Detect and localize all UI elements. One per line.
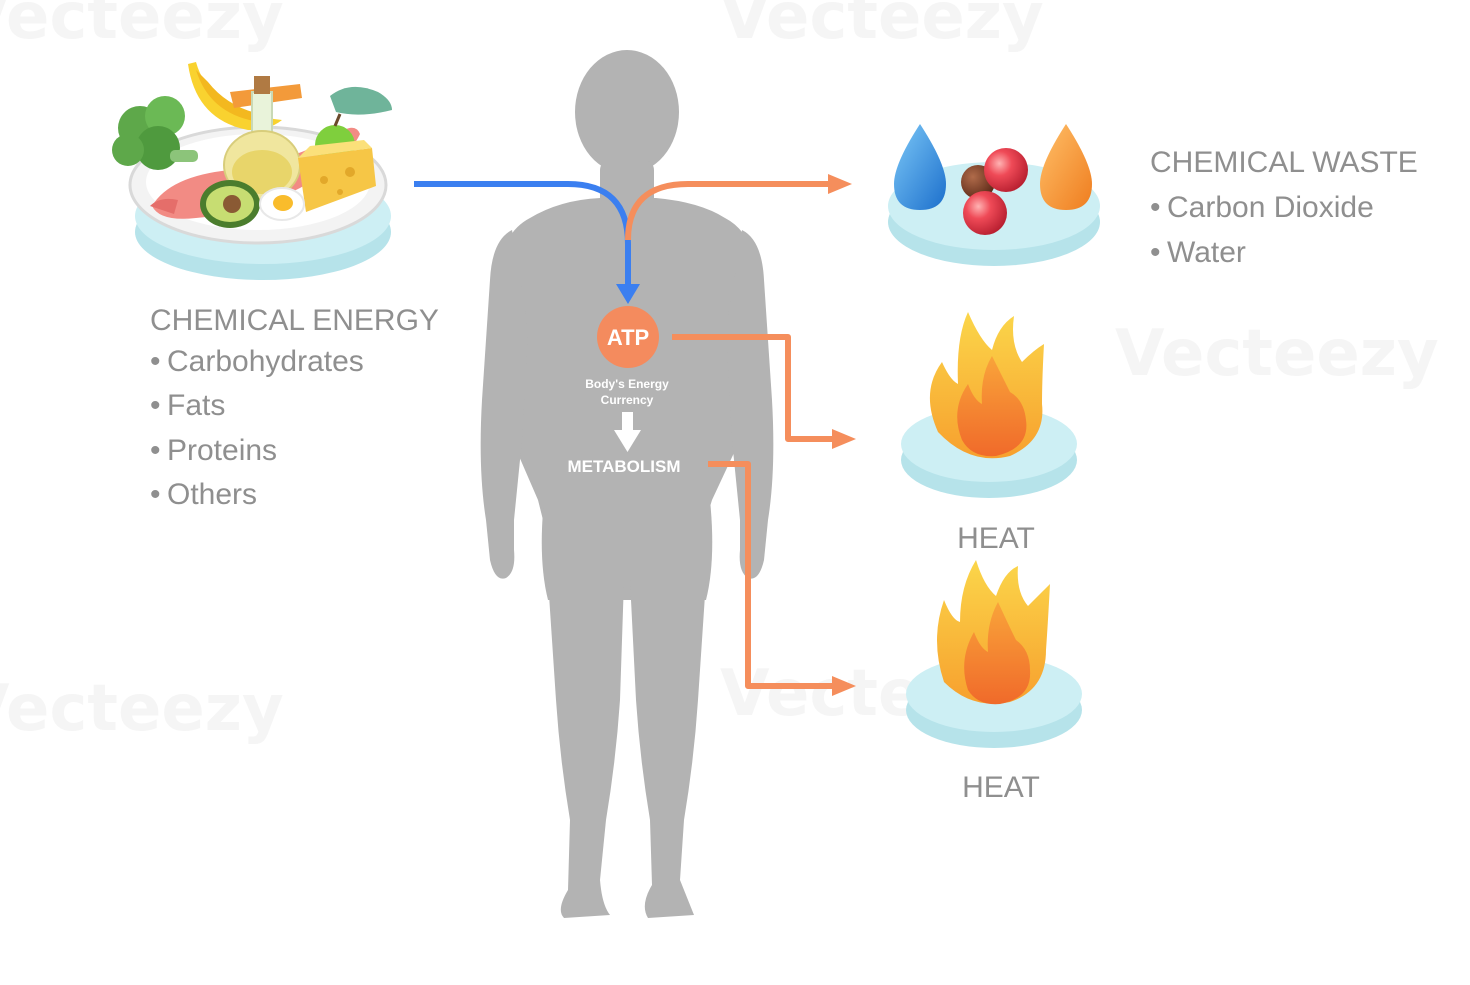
oxygen-ball-icon [963, 191, 1007, 235]
metabolism-to-heat-arrow [708, 461, 836, 689]
flow-arrows [414, 174, 856, 696]
atp-caption-line1: Body's Energy [585, 377, 669, 391]
input-label-group: CHEMICAL ENERGY • Carbohydrates • Fats •… [150, 304, 439, 511]
input-item: Fats [167, 389, 225, 422]
input-item-bullet: • [150, 389, 161, 422]
atp-label: ATP [607, 325, 649, 350]
orange-arrow-head-heat-top [832, 429, 856, 449]
waste-arrow [625, 181, 832, 241]
water-drop-icon [894, 124, 946, 210]
input-item-bullet: • [150, 478, 161, 511]
flame-icon [906, 560, 1082, 748]
input-item: Carbohydrates [167, 345, 364, 378]
metabolism-label: METABOLISM [567, 457, 680, 476]
watermark-text: Vecteezy [720, 0, 1044, 54]
heat-bottom-label: HEAT [962, 771, 1040, 804]
input-item-bullet: • [150, 434, 161, 467]
input-item: Proteins [167, 434, 277, 467]
down-arrow-icon [614, 412, 641, 452]
waste-title: CHEMICAL WASTE [1150, 146, 1418, 179]
watermark-text: Vecteezy [0, 0, 284, 54]
orange-drop-icon [1040, 124, 1092, 210]
orange-arrow-head-waste [828, 174, 852, 194]
heat-top-label: HEAT [957, 522, 1035, 555]
input-title: CHEMICAL ENERGY [150, 304, 439, 337]
waste-item: Carbon Dioxide [1167, 191, 1374, 224]
oxygen-ball-icon [984, 148, 1028, 192]
flame-icon [901, 312, 1077, 498]
orange-arrow-head-heat-bottom [832, 676, 856, 696]
atp-node: ATP Body's Energy Currency METABOLISM [567, 306, 681, 476]
atp-caption-line2: Currency [601, 393, 654, 407]
human-silhouette [480, 50, 774, 918]
watermark-text: Vecteezy [1115, 317, 1439, 391]
food-plate-icon [112, 62, 392, 280]
waste-item-bullet: • [1150, 236, 1161, 269]
blue-arrow-head [616, 284, 640, 304]
input-item-bullet: • [150, 345, 161, 378]
atp-circle [597, 306, 659, 368]
waste-molecules-icon [888, 124, 1100, 266]
input-item: Others [167, 478, 257, 511]
watermark-layer: Vecteezy Vecteezy Vecteezy Vecteezy Vect… [0, 0, 1439, 746]
waste-item-bullet: • [1150, 191, 1161, 224]
atp-to-heat-arrow [672, 334, 836, 442]
waste-label-group: CHEMICAL WASTE • Carbon Dioxide • Water [1150, 146, 1418, 269]
watermark-text: Vecteezy [0, 672, 284, 746]
waste-item: Water [1167, 236, 1246, 269]
